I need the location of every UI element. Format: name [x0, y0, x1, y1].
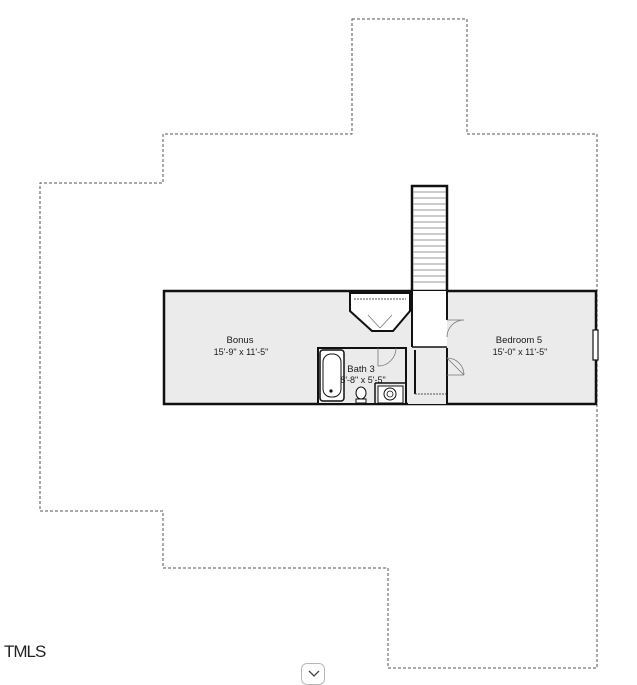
- chevron-down-icon: [308, 670, 320, 677]
- footprint-outline: [39, 18, 598, 669]
- closet-door: [446, 357, 465, 376]
- sink: [383, 387, 397, 401]
- room-name-bath-3: Bath 3: [347, 364, 374, 375]
- room-name-bonus: Bonus: [227, 335, 254, 346]
- bathtub: [319, 349, 345, 402]
- bath-door: [377, 347, 397, 367]
- watermark-logo: TMLS: [4, 642, 46, 661]
- hall: [412, 291, 447, 347]
- bedroom-closet: [408, 348, 446, 404]
- room-name-bedroom-5: Bedroom 5: [496, 335, 542, 346]
- stairs: [410, 184, 449, 293]
- bedroom-door: [446, 319, 465, 338]
- stair-treads: [413, 191, 446, 283]
- expand-button[interactable]: [301, 663, 325, 685]
- toilet: [355, 386, 367, 400]
- room-dims-bonus: 15'-9" x 11'-5": [214, 347, 269, 357]
- linen-closet: [349, 292, 411, 332]
- room-dims-bedroom-5: 15'-0" x 11'-5": [493, 347, 548, 357]
- window: [592, 329, 599, 361]
- room-dims-bath-3: 8'-8" x 5'-5": [340, 375, 385, 385]
